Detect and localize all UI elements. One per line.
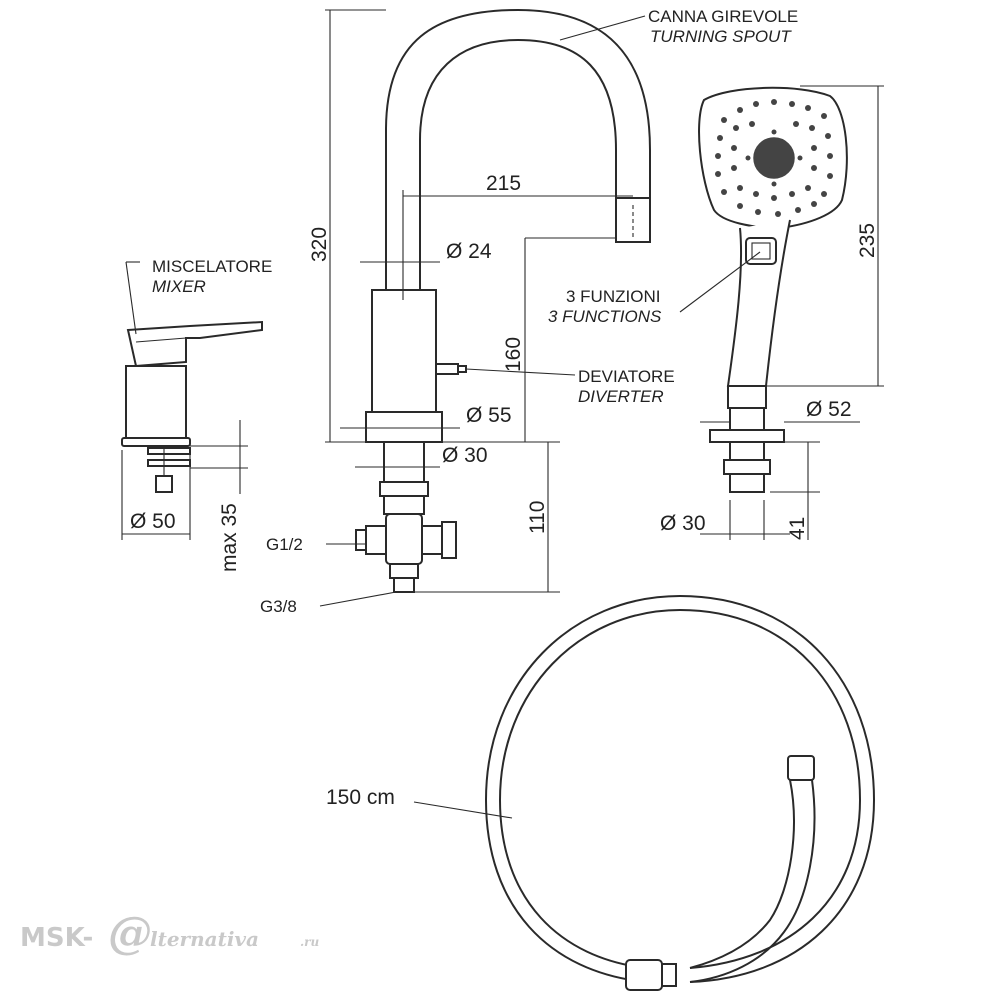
dim-dia-30-spout: Ø 30: [442, 444, 488, 467]
g38-label: G3/8: [260, 597, 297, 616]
dim-shower-dia-52: Ø 52: [806, 398, 852, 421]
dim-215: 215: [486, 172, 521, 195]
mixer-label-en: MIXER: [152, 277, 206, 296]
watermark-logo: MSK- @ lternativa .ru: [20, 908, 320, 959]
diverter-label-it: DEVIATORE: [578, 367, 675, 386]
functions-label-en: 3 FUNCTIONS: [548, 307, 662, 326]
watermark-brand-left: MSK-: [20, 923, 93, 953]
dim-320: 320: [308, 227, 331, 262]
turning-spout: [385, 8, 651, 290]
mixer: [121, 261, 263, 493]
shower-dimensions: [700, 85, 884, 540]
dim-41: 41: [786, 517, 809, 540]
spout-label-it: CANNA GIREVOLE: [648, 7, 798, 26]
g12-label: G1/2: [266, 535, 303, 554]
spout-label-en: TURNING SPOUT: [650, 27, 792, 46]
mixer-dimensions: [121, 420, 248, 540]
shower-hose: [413, 594, 876, 991]
watermark-brand-right: lternativa: [150, 927, 259, 951]
dim-235: 235: [856, 223, 879, 258]
hand-shower: [679, 86, 848, 493]
mixer-label-it: MISCELATORE: [152, 257, 272, 276]
dim-110: 110: [526, 501, 549, 534]
dim-mixer-dia-50: Ø 50: [130, 510, 176, 533]
watermark-tld: .ru: [300, 935, 320, 949]
spray-nozzles: [715, 99, 833, 217]
spout-body: [355, 289, 467, 593]
diverter-label-en: DIVERTER: [578, 387, 664, 406]
dim-dia-24: Ø 24: [446, 240, 492, 263]
dim-dia-55: Ø 55: [466, 404, 512, 427]
dim-shower-dia-30: Ø 30: [660, 512, 706, 535]
spout-dimensions: [325, 9, 646, 593]
hose-length-label: 150 cm: [326, 786, 395, 809]
dim-max-35: max 35: [218, 503, 241, 572]
functions-label-it: 3 FUNZIONI: [566, 287, 660, 306]
dim-160: 160: [502, 337, 525, 372]
watermark-at-symbol: @: [108, 908, 152, 959]
